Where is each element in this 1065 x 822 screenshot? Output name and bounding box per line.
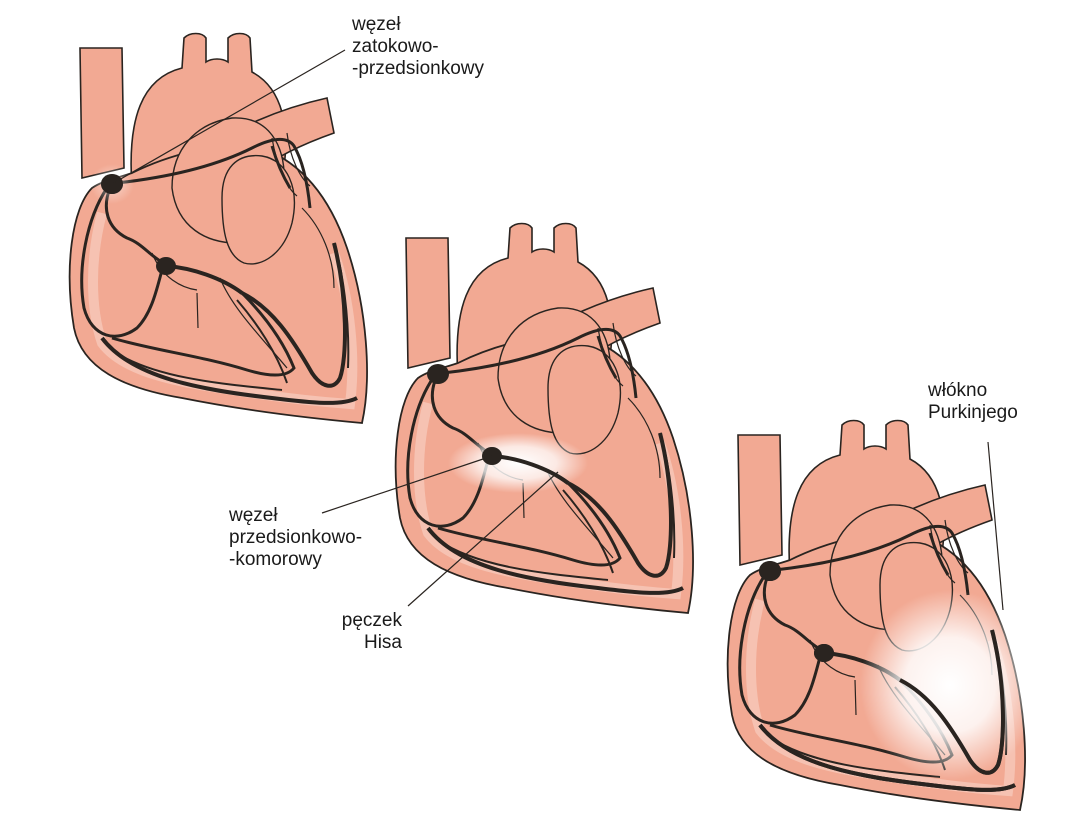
label-sa-node-line2: zatokowo- bbox=[352, 36, 439, 57]
leader-his-bundle bbox=[407, 471, 559, 607]
heart-stage-1 bbox=[70, 34, 367, 424]
label-sa-node-line3: -przedsionkowy bbox=[352, 58, 484, 79]
heart-stage-2 bbox=[396, 224, 693, 614]
label-purkinje-line1: włókno bbox=[928, 380, 988, 401]
heart-stage-3 bbox=[728, 421, 1040, 811]
label-av-node: węzeł przedsionkowo- -komorowy bbox=[229, 505, 362, 571]
label-purkinje: włókno Purkinjego bbox=[928, 380, 1018, 424]
label-his-bundle: pęczek Hisa bbox=[330, 610, 402, 654]
label-sa-node-line1: węzeł bbox=[352, 14, 401, 35]
label-av-node-line3: -komorowy bbox=[229, 549, 322, 570]
label-sa-node: węzeł zatokowo- -przedsionkowy bbox=[352, 14, 484, 80]
leader-av-node bbox=[321, 455, 493, 514]
leader-sa-node bbox=[111, 49, 346, 185]
label-his-bundle-line2: Hisa bbox=[363, 632, 402, 653]
label-av-node-line1: węzeł bbox=[229, 505, 278, 526]
leader-purkinje bbox=[987, 441, 1004, 611]
label-purkinje-line2: Purkinjego bbox=[928, 402, 1018, 423]
label-his-bundle-line1: pęczek bbox=[341, 610, 402, 631]
label-av-node-line2: przedsionkowo- bbox=[229, 527, 363, 548]
